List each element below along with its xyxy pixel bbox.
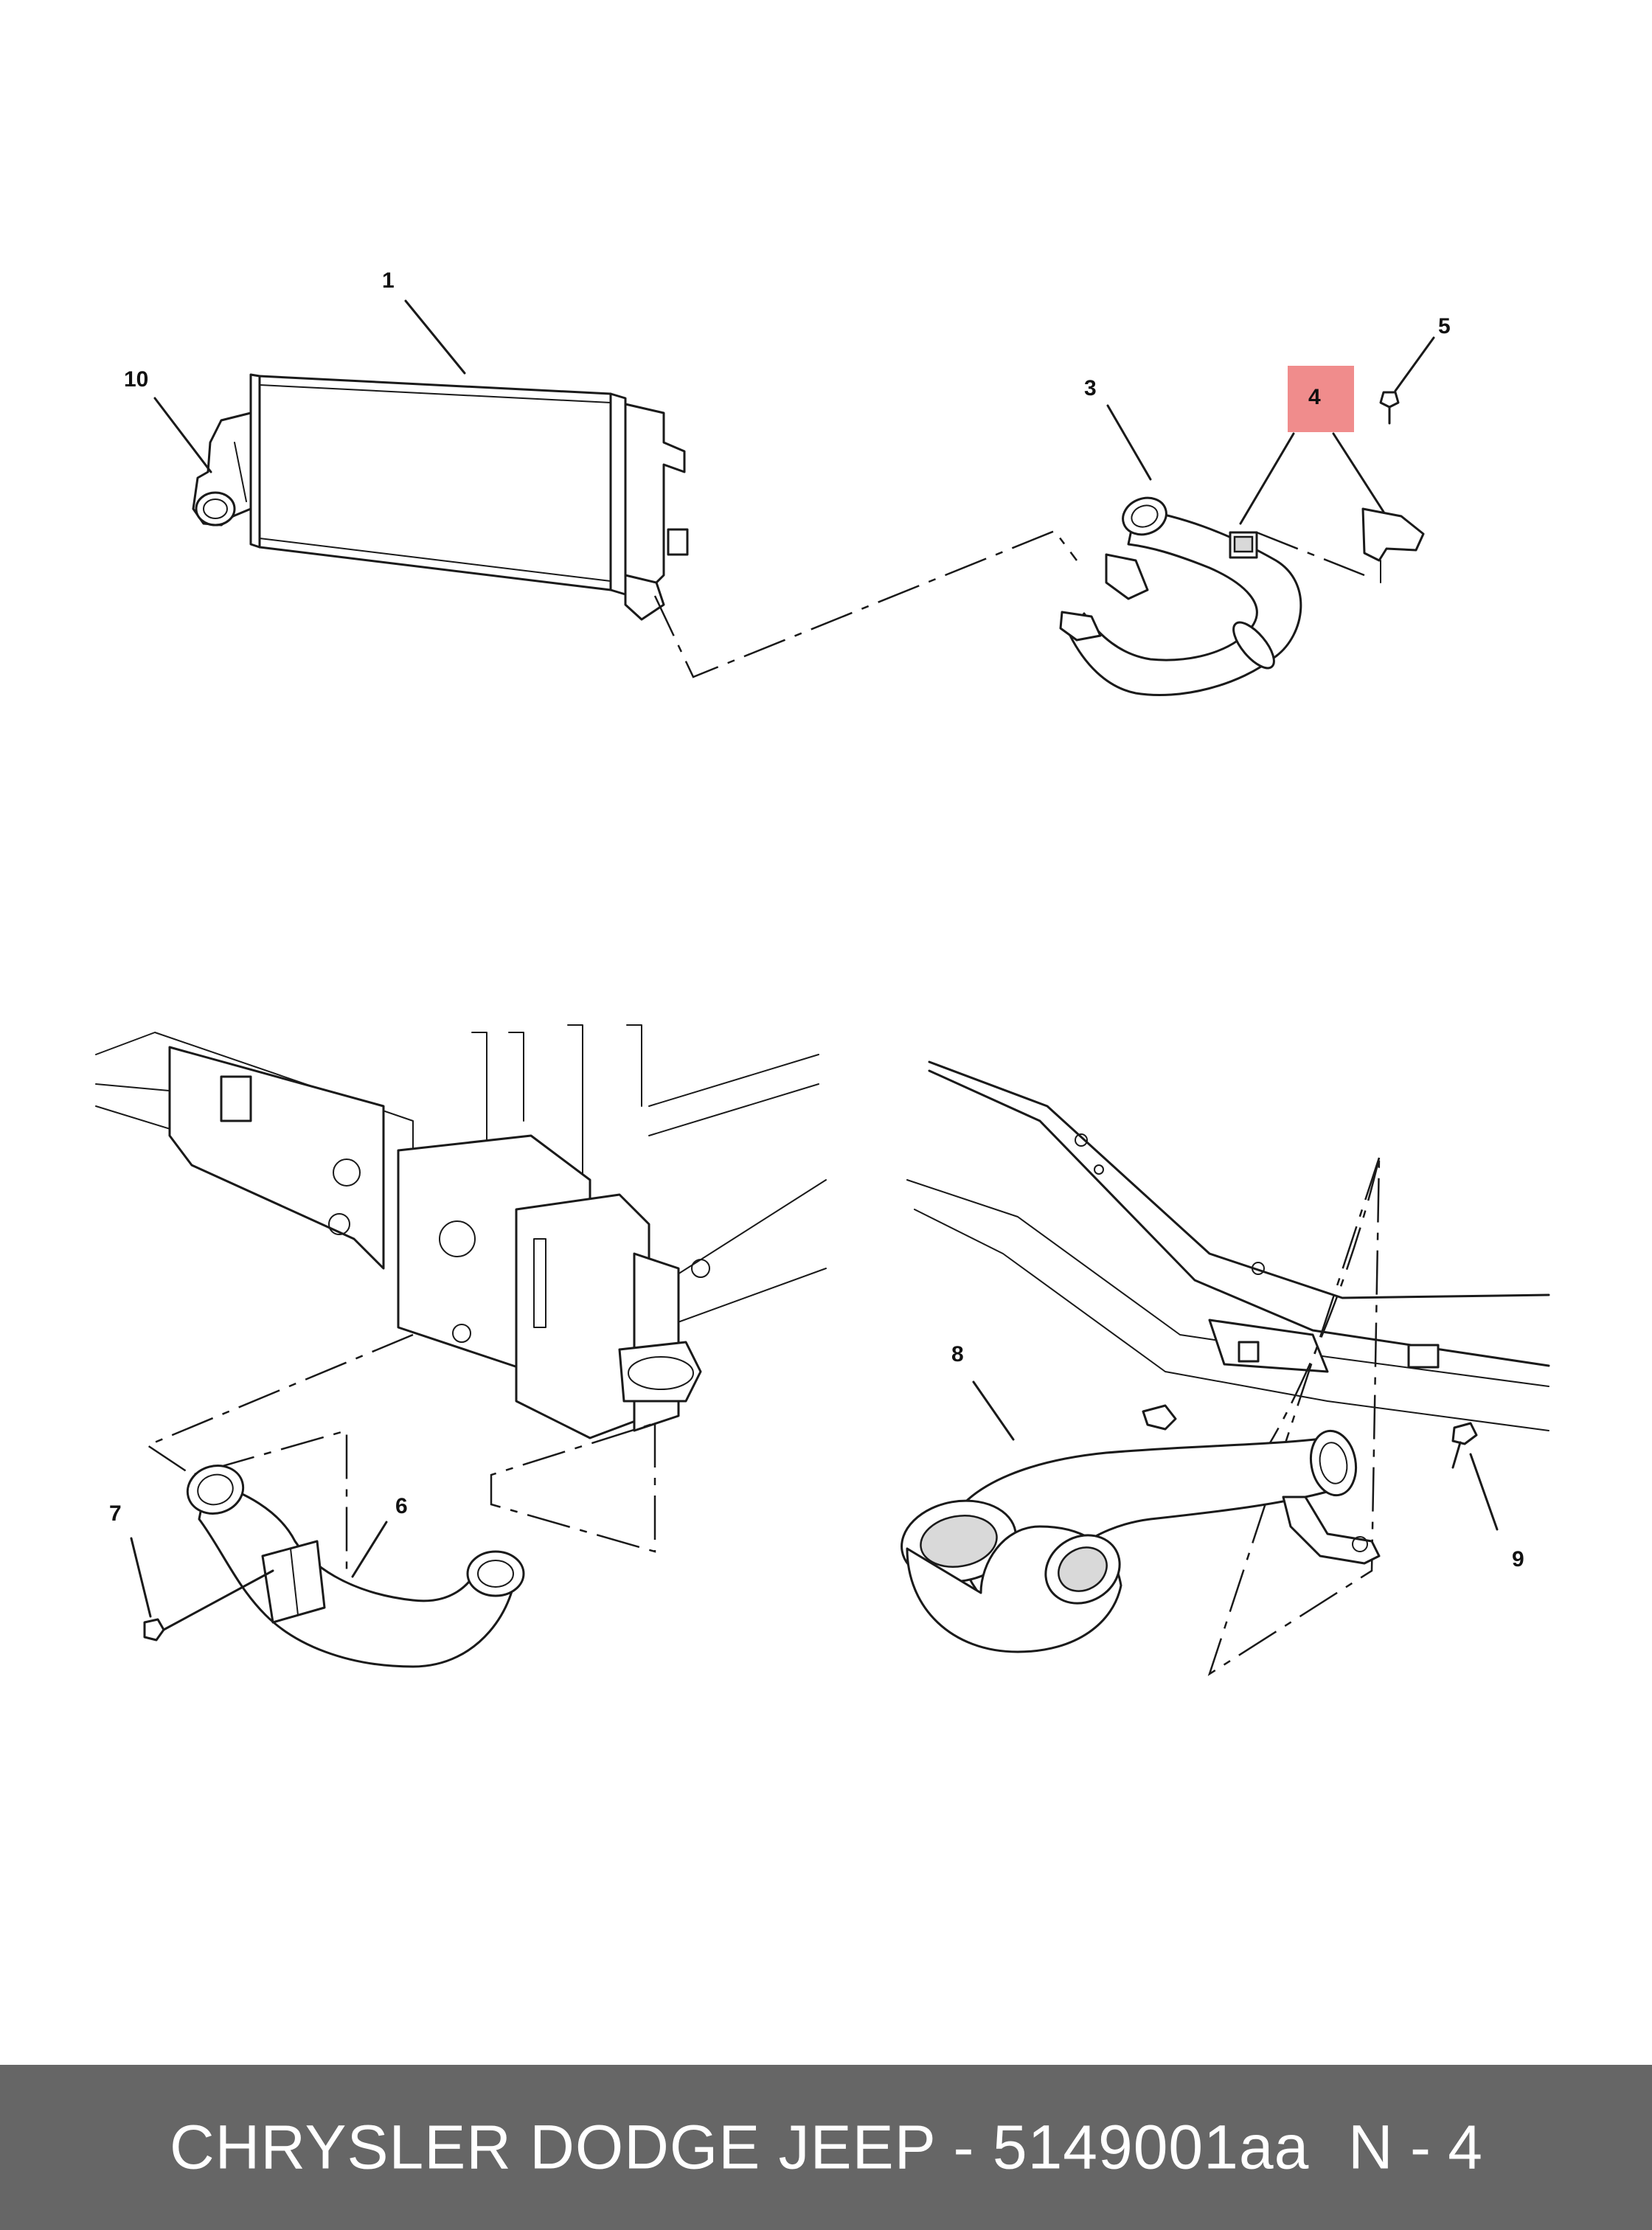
intercooler-assembly (192, 373, 689, 621)
callout-highlight (1288, 366, 1354, 432)
lower-hose-left (186, 1465, 525, 1668)
sensor-bracket (1229, 507, 1425, 583)
callout-labels: 1 10 3 4 5 7 6 8 9 (109, 268, 1524, 1571)
bolt-icon (143, 1569, 274, 1642)
callout-4: 4 (1308, 385, 1321, 409)
callout-8: 8 (951, 1342, 964, 1366)
parts-diagram: 1 10 3 4 5 7 6 8 9 (95, 268, 1550, 1676)
callout-10: 10 (124, 367, 148, 392)
footer-bar: CHRYSLER DODGE JEEP - 5149001aa N - 4 (0, 2065, 1652, 2230)
frame-right-view (906, 1060, 1550, 1431)
upper-hose-assembly (1059, 496, 1302, 696)
callout-1: 1 (382, 268, 395, 293)
bolt-icon (1451, 1422, 1478, 1469)
callout-3: 3 (1084, 376, 1097, 400)
frame-left-view (95, 1024, 827, 1439)
callout-6: 6 (395, 1494, 408, 1518)
page-code: N - 4 (1348, 2112, 1483, 2182)
bolt-icon (1379, 391, 1400, 425)
callout-5: 5 (1438, 314, 1451, 338)
part-title: CHRYSLER DODGE JEEP - 5149001aa (170, 2112, 1310, 2182)
lower-hose-right (900, 1404, 1381, 1653)
callout-9: 9 (1512, 1547, 1524, 1571)
callout-7: 7 (109, 1501, 122, 1526)
leader-lines (130, 299, 1499, 1618)
